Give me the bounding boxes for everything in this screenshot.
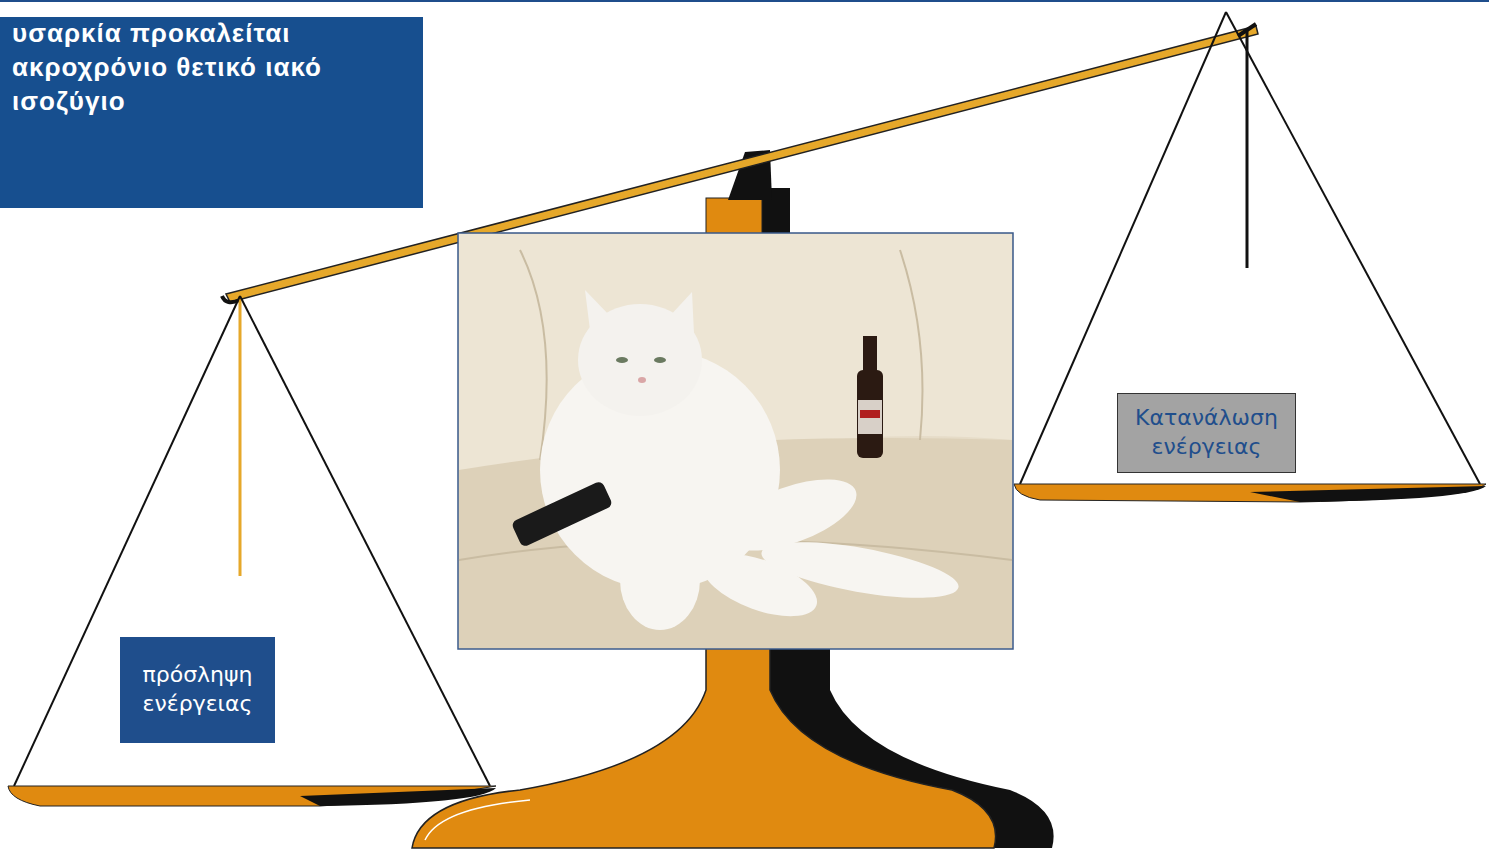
scale-base — [412, 645, 996, 848]
top-rule — [0, 0, 1489, 2]
base-highlight — [425, 800, 530, 840]
text-box: πρόσληψη ενέργειας — [120, 637, 275, 743]
left-pan-shadow — [300, 788, 496, 806]
box-text: Κατανάλωση ενέργειας — [1124, 404, 1289, 461]
pan-hanger — [1246, 30, 1249, 268]
box-text: πρόσληψη ενέργειας — [130, 661, 265, 718]
right-pan-shadow — [1250, 486, 1486, 502]
right-pan — [1014, 484, 1486, 502]
text-box: υσαρκία προκαλείται ακροχρόνιο θετικό ια… — [0, 17, 423, 208]
left-pan — [8, 786, 496, 806]
pan-hanger — [239, 296, 242, 576]
pan-string — [240, 296, 490, 786]
text-box: Κατανάλωση ενέργειας — [1117, 393, 1296, 473]
cat-photo — [458, 233, 1013, 649]
box-text: υσαρκία προκαλείται ακροχρόνιο θετικό ια… — [12, 17, 342, 118]
